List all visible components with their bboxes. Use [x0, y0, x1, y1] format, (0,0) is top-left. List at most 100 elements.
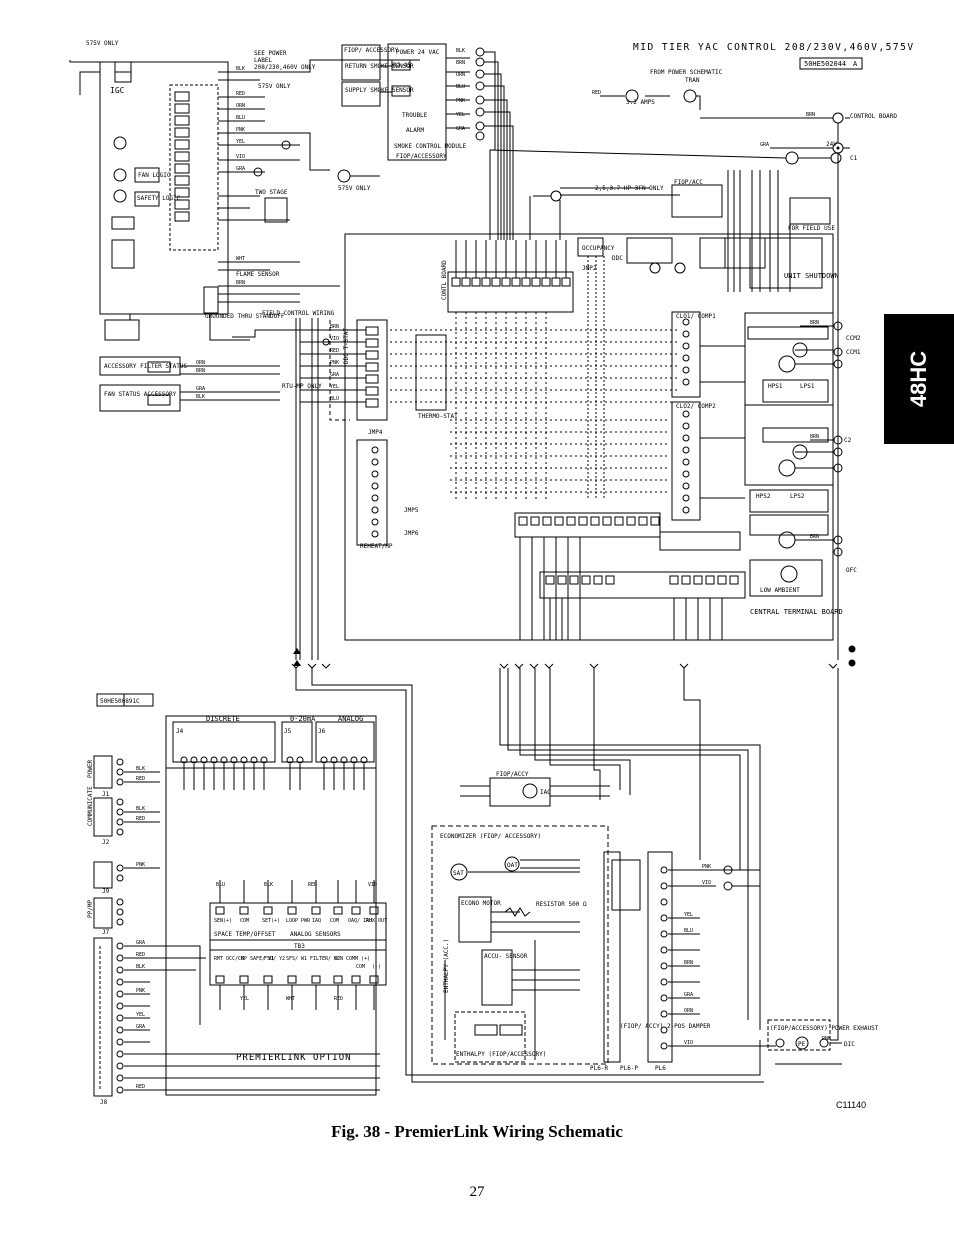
schematic-label: PL6-P	[620, 1065, 638, 1072]
schematic-label: IAQ	[540, 789, 551, 796]
schematic-label: CMP SAFE/ Y1	[238, 956, 274, 962]
header-rev: A	[853, 60, 858, 68]
igc-board	[99, 61, 229, 315]
schematic-label: RED	[308, 882, 317, 888]
schematic-label: FIOP/ACC	[674, 179, 703, 186]
schematic-label: CCM1	[846, 349, 861, 356]
schematic-label: LPS2	[790, 493, 805, 500]
tb3-terminal-block	[209, 902, 387, 986]
schematic-label: ORN	[684, 1008, 693, 1014]
schematic-label: SAT	[453, 870, 464, 877]
schematic-label: 575V ONLY	[258, 83, 291, 90]
schematic-label: RMT OCC/ G	[214, 956, 244, 962]
schematic-label: DDC	[612, 255, 623, 262]
schematic-label: PP/MP	[87, 900, 94, 918]
schematic-label: ENTHALPY (FIOP/ACCESSORY)	[456, 1051, 546, 1058]
schematic-label: RED	[136, 1084, 145, 1090]
figure-caption: Fig. 38 - PremierLink Wiring Schematic	[331, 1122, 623, 1141]
schematic-label: GRA	[196, 386, 205, 392]
schematic-label: RED	[136, 952, 145, 958]
schematic-label: BRN	[810, 434, 819, 440]
schematic-label: COMMUNICATE	[87, 786, 94, 826]
schematic-label: RED	[236, 91, 245, 97]
schematic-label: PL6	[655, 1065, 666, 1072]
schematic-label: (FIOP/ACCESSORY) POWER EXHAUST	[770, 1025, 879, 1032]
igc-terminals	[174, 91, 190, 222]
schematic-label: POWER	[87, 760, 94, 778]
schematic-label: YEL	[236, 139, 245, 145]
schematic-label: JMP6	[404, 530, 419, 537]
schematic-label: FLAME SENSOR	[236, 271, 280, 278]
schematic-label: BRN	[684, 960, 693, 966]
schematic-label: RJ-45	[393, 62, 411, 69]
schematic-label: BLK	[136, 766, 145, 772]
schematic-label: ENTHALPY (ACC.)	[443, 939, 450, 993]
schematic-label: DISCRETE	[206, 715, 240, 723]
schematic-label: BLU	[684, 928, 693, 934]
schematic-label: CCM2	[846, 335, 861, 342]
schematic-label: TB3	[294, 943, 305, 950]
schematic-label: YEL	[330, 384, 339, 390]
schematic-label: ECONOMIZER (FIOP/ ACCESSORY)	[440, 833, 541, 840]
schematic-label: BLK	[456, 48, 465, 54]
schematic-label: BRN	[810, 320, 819, 326]
schematic-label: ORN	[236, 103, 245, 109]
schematic-label: OAT	[507, 862, 518, 869]
schematic-label: ECONO MOTOR	[461, 900, 501, 907]
schematic-label: COM	[240, 918, 249, 924]
schematic-label: 0-20mA	[290, 715, 316, 723]
schematic-label: BRN	[330, 324, 339, 330]
schematic-label: FOR FIELD USE	[788, 225, 835, 232]
schematic-label: RTU-MP ONLY	[282, 383, 322, 390]
schematic-label: SAFETY LOGIC	[137, 195, 181, 202]
schematic-label: PNK	[456, 98, 465, 104]
schematic-label: C	[136, 698, 140, 705]
schematic-label: REHEAT/HP	[360, 543, 393, 550]
schematic-label: ORN	[456, 72, 465, 78]
schematic-label: RETURN SMOKE SENSOR	[345, 63, 414, 70]
schematic-label: RED	[334, 996, 343, 1002]
schematic-label: C1	[850, 155, 858, 162]
schematic-label: ANALOG SENSORS	[290, 931, 341, 938]
schematic-label: YEL	[136, 1012, 145, 1018]
schematic-label: COM	[356, 964, 365, 970]
schematic-label: JMP2	[582, 265, 597, 272]
schematic-label: FILTER/ W2	[310, 956, 340, 962]
schematic-label: FIOP/ ACCESSORY	[344, 47, 399, 54]
schematic-label: SPACE TEMP/OFFSET	[214, 931, 276, 938]
schematic-label: DDC T-STAT	[343, 327, 350, 364]
schematic-label: VIO	[368, 882, 377, 888]
schematic-label: DIC	[844, 1041, 855, 1048]
schematic-label: PE	[798, 1041, 806, 1048]
schematic-label: VIO	[236, 154, 245, 160]
schematic-label: 50HE500891	[100, 698, 137, 705]
schematic-label: GRA	[236, 166, 245, 172]
schematic-label: SET(+)	[262, 918, 280, 924]
schematic-label: 24V	[826, 141, 837, 148]
schematic-label: VIO	[684, 1040, 693, 1046]
schematic-label: THERMO-STAT	[418, 413, 458, 420]
schematic-label: BLU	[216, 882, 225, 888]
schematic-label: SEN(+)	[214, 918, 232, 924]
schematic-label: FROM POWER SCHEMATIC	[650, 69, 723, 76]
schematic-label: J6	[318, 728, 326, 735]
schematic-label: C2	[844, 437, 852, 444]
schematic-label: ACCU- SENSOR	[484, 953, 528, 960]
header-drawing-no: 50HE502044	[804, 60, 846, 68]
schematic-label: ANALOG	[338, 715, 363, 723]
figure-code: C11140	[836, 1100, 867, 1110]
schematic-label: CONTROL BOARD	[850, 113, 897, 120]
schematic-label: BLK	[196, 394, 205, 400]
schematic-label: RED	[136, 816, 145, 822]
central-terminal-board	[344, 233, 834, 641]
schematic-label: GRA	[330, 372, 339, 378]
pl19-terminals	[475, 47, 485, 141]
schematic-label: LOW AMBIENT	[760, 587, 800, 594]
schematic-label: COM	[330, 918, 339, 924]
schematic-label: 2,5,3.7 HP 3FN ONLY	[595, 185, 664, 192]
schematic-label: RED	[592, 90, 601, 96]
schematic-label: PNK	[236, 127, 245, 133]
schematic-label: JMP5	[404, 507, 419, 514]
ms-block	[104, 319, 140, 341]
schematic-label: FSD/ Y2	[264, 956, 285, 962]
